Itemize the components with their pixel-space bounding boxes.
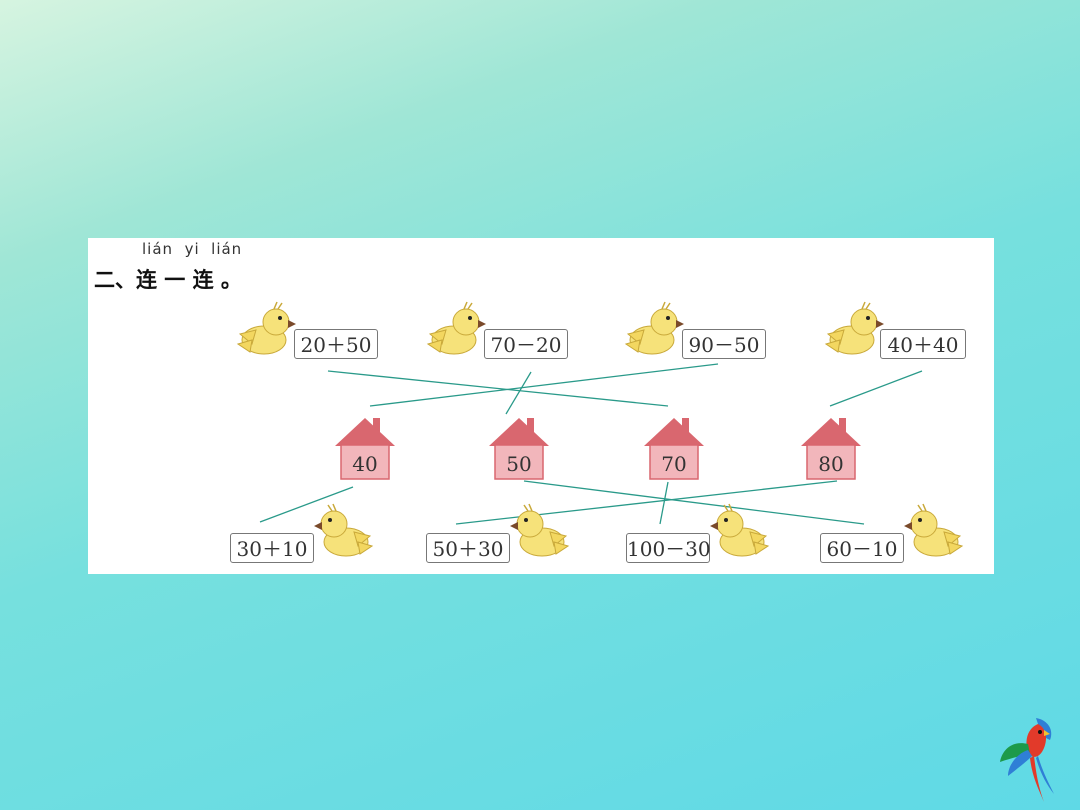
expression-box[interactable]: 50＋30 <box>426 533 510 563</box>
house-number: 50 <box>506 452 532 476</box>
house-target[interactable]: 80 <box>801 416 861 486</box>
expression-box[interactable]: 20＋50 <box>294 329 378 359</box>
exercise-title: 二、连 一 连 。 <box>94 268 242 292</box>
connector-line <box>829 370 923 407</box>
bird-icon <box>624 301 684 355</box>
house-icon <box>644 418 704 480</box>
connector-line <box>505 371 532 415</box>
house-target[interactable]: 70 <box>644 416 704 486</box>
connector-line <box>259 486 354 523</box>
exercise-card: lián yi lián 二、连 一 连 。 20＋50 <box>88 238 994 574</box>
connector-line <box>369 363 719 407</box>
expression-box[interactable]: 30＋10 <box>230 533 314 563</box>
house-icon <box>489 418 549 480</box>
expression-box[interactable]: 70－20 <box>484 329 568 359</box>
connector-line <box>327 370 669 407</box>
house-icon <box>335 418 395 480</box>
parrot-icon <box>1000 718 1054 802</box>
expression-box[interactable]: 90－50 <box>682 329 766 359</box>
house-number: 40 <box>352 452 378 476</box>
bird-icon <box>314 503 374 557</box>
bird-icon <box>236 301 296 355</box>
bird-icon <box>904 503 964 557</box>
bird-icon <box>710 503 770 557</box>
expression-box[interactable]: 100－30 <box>626 533 711 563</box>
exercise-pinyin: lián yi lián <box>142 240 243 258</box>
house-target[interactable]: 50 <box>489 416 549 486</box>
bird-icon <box>824 301 884 355</box>
house-target[interactable]: 40 <box>335 416 395 486</box>
house-number: 70 <box>661 452 687 476</box>
connector-line <box>523 480 865 525</box>
house-number: 80 <box>818 452 844 476</box>
expression-box[interactable]: 60－10 <box>820 533 904 563</box>
bird-icon <box>426 301 486 355</box>
expression-box[interactable]: 40＋40 <box>880 329 966 359</box>
connector-line <box>659 481 669 525</box>
house-icon <box>801 418 861 480</box>
connection-lines <box>259 363 923 525</box>
bird-icon <box>510 503 570 557</box>
